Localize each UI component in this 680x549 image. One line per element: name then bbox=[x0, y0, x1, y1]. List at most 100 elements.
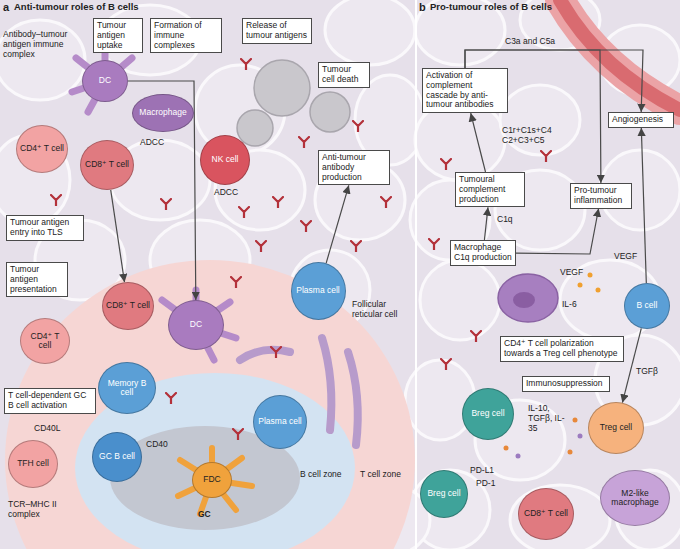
callout-box: Macrophage C1q production bbox=[450, 240, 516, 266]
antibody bbox=[51, 195, 61, 206]
antibody bbox=[233, 429, 243, 440]
callout-text: CD4⁺ T cell polarization towards a Treg … bbox=[504, 339, 620, 359]
callout-box: Tumour cell death bbox=[318, 62, 370, 88]
cytokine-dot bbox=[504, 446, 509, 451]
cytokine-dot bbox=[578, 434, 583, 439]
reticular-cell bbox=[322, 338, 331, 430]
antibody bbox=[441, 359, 451, 370]
cell-shape: Memory B cell bbox=[98, 362, 156, 414]
callout-box: Tumour antigen presentation bbox=[6, 262, 68, 297]
annotation-label: IL-6 bbox=[562, 300, 577, 310]
cell-label: Plasma cell bbox=[258, 417, 301, 426]
cell-label: Plasma cell bbox=[296, 286, 339, 295]
dying-cell bbox=[310, 92, 350, 132]
annotation-label: B cell zone bbox=[300, 470, 342, 480]
panel-heading: b bbox=[419, 1, 426, 14]
antibody bbox=[299, 137, 309, 148]
cell-shape: DC bbox=[82, 60, 128, 102]
callout-text: T cell-dependent GC B cell activation bbox=[8, 391, 92, 411]
annotation-label: Antibody–tumour antigen immune complex bbox=[3, 30, 79, 59]
callout-box: Tumour antigen entry into TLS bbox=[6, 215, 84, 241]
callout-text: Tumour cell death bbox=[322, 65, 366, 85]
cytokine-dot bbox=[596, 288, 601, 293]
cell-label: CD8⁺ T cell bbox=[524, 509, 568, 518]
annotation-label: PD-1 bbox=[476, 479, 495, 489]
antibody bbox=[429, 239, 439, 250]
annotation-label: VEGF bbox=[560, 268, 583, 278]
cell-shape: NK cell bbox=[200, 135, 250, 185]
cytokine-dot bbox=[516, 454, 521, 459]
callout-box: CD4⁺ T cell polarization towards a Treg … bbox=[500, 336, 624, 362]
panel-heading: Pro-tumour roles of B cells bbox=[430, 2, 552, 13]
macrophage-body bbox=[498, 274, 558, 322]
callout-text: Tumour antigen presentation bbox=[10, 265, 64, 294]
cell-label: Treg cell bbox=[600, 423, 632, 432]
antibody bbox=[471, 331, 481, 342]
callout-box: Angiogenesis bbox=[608, 112, 674, 128]
callout-text: Immunosuppression bbox=[526, 379, 606, 389]
dc-dendrites bbox=[72, 48, 236, 360]
antibody bbox=[239, 207, 249, 218]
reticular-cell bbox=[348, 352, 358, 445]
vessel-lumen bbox=[560, 0, 680, 110]
arrow-connector bbox=[128, 81, 196, 300]
tumour-cell bbox=[325, 0, 415, 65]
callout-text: Tumoural complement production bbox=[459, 175, 521, 204]
cell-label: M2-like macrophage bbox=[604, 489, 666, 508]
antibody bbox=[381, 197, 391, 208]
cell-label: CD8⁺ T cell bbox=[106, 301, 150, 310]
annotation-label: CD40L bbox=[34, 424, 60, 434]
callout-text: Anti-tumour antibody production bbox=[322, 153, 386, 182]
cell-shape: Breg cell bbox=[462, 388, 514, 440]
cell-shape: Macrophage bbox=[132, 94, 194, 132]
cytokine-dot bbox=[573, 418, 578, 423]
antibody bbox=[241, 59, 251, 70]
cell-shape: TFH cell bbox=[8, 440, 58, 488]
t-cell-zone bbox=[5, 260, 415, 549]
callout-text: Macrophage C1q production bbox=[454, 243, 512, 263]
callout-box: Pro-tumour inflammation bbox=[570, 183, 632, 209]
cell-label: TFH cell bbox=[17, 459, 49, 468]
annotation-label: ADCC bbox=[214, 188, 238, 198]
cell-shape: CD4⁺ T cell bbox=[16, 125, 68, 173]
cell-shape: CD8⁺ T cell bbox=[518, 488, 574, 540]
dying-cell bbox=[254, 60, 310, 116]
antibody bbox=[256, 241, 266, 252]
callout-box: Formation of immune complexes bbox=[150, 18, 222, 53]
antibody bbox=[273, 197, 283, 208]
cell-shape: M2-like macrophage bbox=[600, 470, 670, 526]
cell-shape: Breg cell bbox=[420, 470, 468, 518]
callout-text: Formation of immune complexes bbox=[154, 21, 218, 50]
callout-text: Tumour antigen entry into TLS bbox=[10, 218, 80, 238]
vessel-wall bbox=[560, 0, 680, 110]
cell-label: Memory B cell bbox=[102, 379, 152, 398]
antibody bbox=[541, 151, 551, 162]
arrow-connector bbox=[484, 207, 488, 240]
cell-shape: GC B cell bbox=[92, 432, 142, 482]
cell-shape: FDC bbox=[192, 462, 232, 498]
cell-label: Breg cell bbox=[471, 409, 504, 418]
tumour-macrophage bbox=[498, 274, 558, 322]
panel-heading: GC bbox=[198, 510, 211, 520]
cell-shape: CD8⁺ T cell bbox=[80, 140, 134, 190]
cell-label: Breg cell bbox=[427, 489, 460, 498]
arrow-connector bbox=[326, 185, 349, 263]
panel-heading: a bbox=[3, 1, 9, 14]
cell-label: DC bbox=[99, 76, 111, 85]
tumour-cell bbox=[0, 135, 70, 225]
callout-box: Activation of complement cascade by anti… bbox=[422, 68, 508, 113]
tumour-cell bbox=[420, 260, 500, 340]
annotation-label: C1r+C1s+C4 C2+C3+C5 bbox=[502, 126, 554, 146]
dying-cell bbox=[237, 110, 273, 146]
arrow-connector bbox=[516, 209, 599, 255]
callout-text: Release of tumour antigens bbox=[246, 21, 308, 41]
callout-box: Anti-tumour antibody production bbox=[318, 150, 390, 185]
arrow-connector bbox=[111, 190, 125, 282]
cytokine-dot bbox=[588, 273, 593, 278]
cell-shape: DC bbox=[168, 300, 224, 350]
cell-label: DC bbox=[190, 320, 202, 329]
antibody bbox=[271, 347, 281, 358]
callout-box: Tumour antigen uptake bbox=[93, 18, 143, 53]
annotation-label: IL-10, TGFβ, IL-35 bbox=[528, 404, 568, 433]
